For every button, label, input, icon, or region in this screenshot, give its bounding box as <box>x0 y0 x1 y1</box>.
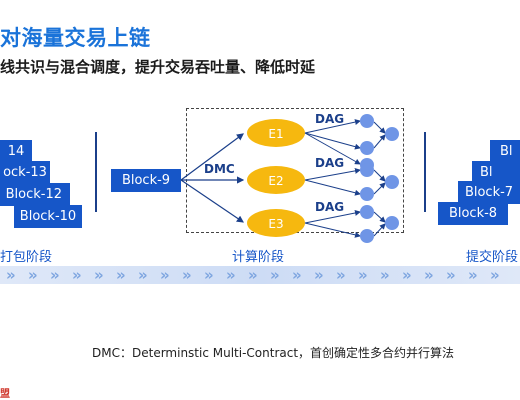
chevron-right-icon: » <box>94 266 104 284</box>
right-block-2: Bl <box>472 161 520 184</box>
edge-to-e1 <box>180 133 244 181</box>
left-block-1: 14 <box>0 140 32 163</box>
chevron-right-icon: » <box>6 266 16 284</box>
chevron-right-icon: » <box>292 266 302 284</box>
dmc-label: DMC <box>204 162 235 176</box>
dag-label-2: DAG <box>315 156 344 170</box>
right-block-4: Block-8 <box>438 202 508 225</box>
stage-commit: 提交阶段 <box>466 250 519 265</box>
chevron-right-icon: » <box>490 266 500 284</box>
stage-computing: 计算阶段 <box>232 250 285 265</box>
chevron-right-icon: » <box>182 266 192 284</box>
left-block-2: ock-13 <box>0 161 50 184</box>
executor-e1 <box>247 119 305 147</box>
chevron-right-icon: » <box>446 266 456 284</box>
left-block-4: Block-10 <box>14 205 82 228</box>
page-title: 对海量交易上链 <box>0 26 151 50</box>
chevron-right-icon: » <box>358 266 368 284</box>
chevron-right-icon: » <box>50 266 60 284</box>
right-separator <box>424 132 426 212</box>
pipeline-arrow-bar <box>0 266 520 284</box>
executor-e1-label: E1 <box>268 127 283 141</box>
executor-e2-label: E2 <box>268 174 283 188</box>
footnote: DMC：Determinstic Multi-Contract，首创确定性多合约… <box>92 344 454 361</box>
chevron-right-icon: » <box>116 266 126 284</box>
footnote-label: DMC： <box>92 346 132 360</box>
right-block-3: Block-7 <box>458 181 520 204</box>
chevron-right-icon: » <box>336 266 346 284</box>
chevron-right-icon: » <box>270 266 280 284</box>
input-block: Block-9 <box>111 169 181 192</box>
chevron-right-icon: » <box>226 266 236 284</box>
chevron-right-icon: » <box>160 266 170 284</box>
chevron-right-icon: » <box>402 266 412 284</box>
chevron-right-icon: » <box>248 266 258 284</box>
chevron-right-icon: » <box>204 266 214 284</box>
stage-packing: 打包阶段 <box>0 250 53 265</box>
chevron-right-icon: » <box>468 266 478 284</box>
executor-e3 <box>247 209 305 237</box>
right-block-1: Bl <box>490 140 520 163</box>
chevron-right-icon: » <box>424 266 434 284</box>
chevron-right-icon: » <box>380 266 390 284</box>
chevron-right-icon: » <box>314 266 324 284</box>
chevron-right-icon: » <box>72 266 82 284</box>
logo-fragment: 盟 <box>0 389 10 400</box>
executor-e3-label: E3 <box>268 217 283 231</box>
footnote-text: Determinstic Multi-Contract，首创确定性多合约并行算法 <box>131 346 455 360</box>
left-block-3: Block-12 <box>0 183 70 206</box>
chevron-right-icon: » <box>138 266 148 284</box>
page-subtitle: 线共识与混合调度，提升交易吞吐量、降低时延 <box>0 58 316 76</box>
dag-label-1: DAG <box>315 112 344 126</box>
chevron-right-icon: » <box>28 266 38 284</box>
left-separator <box>95 132 97 212</box>
edge-to-e3 <box>180 179 244 223</box>
dag-label-3: DAG <box>315 200 344 214</box>
executor-e2 <box>247 166 305 194</box>
